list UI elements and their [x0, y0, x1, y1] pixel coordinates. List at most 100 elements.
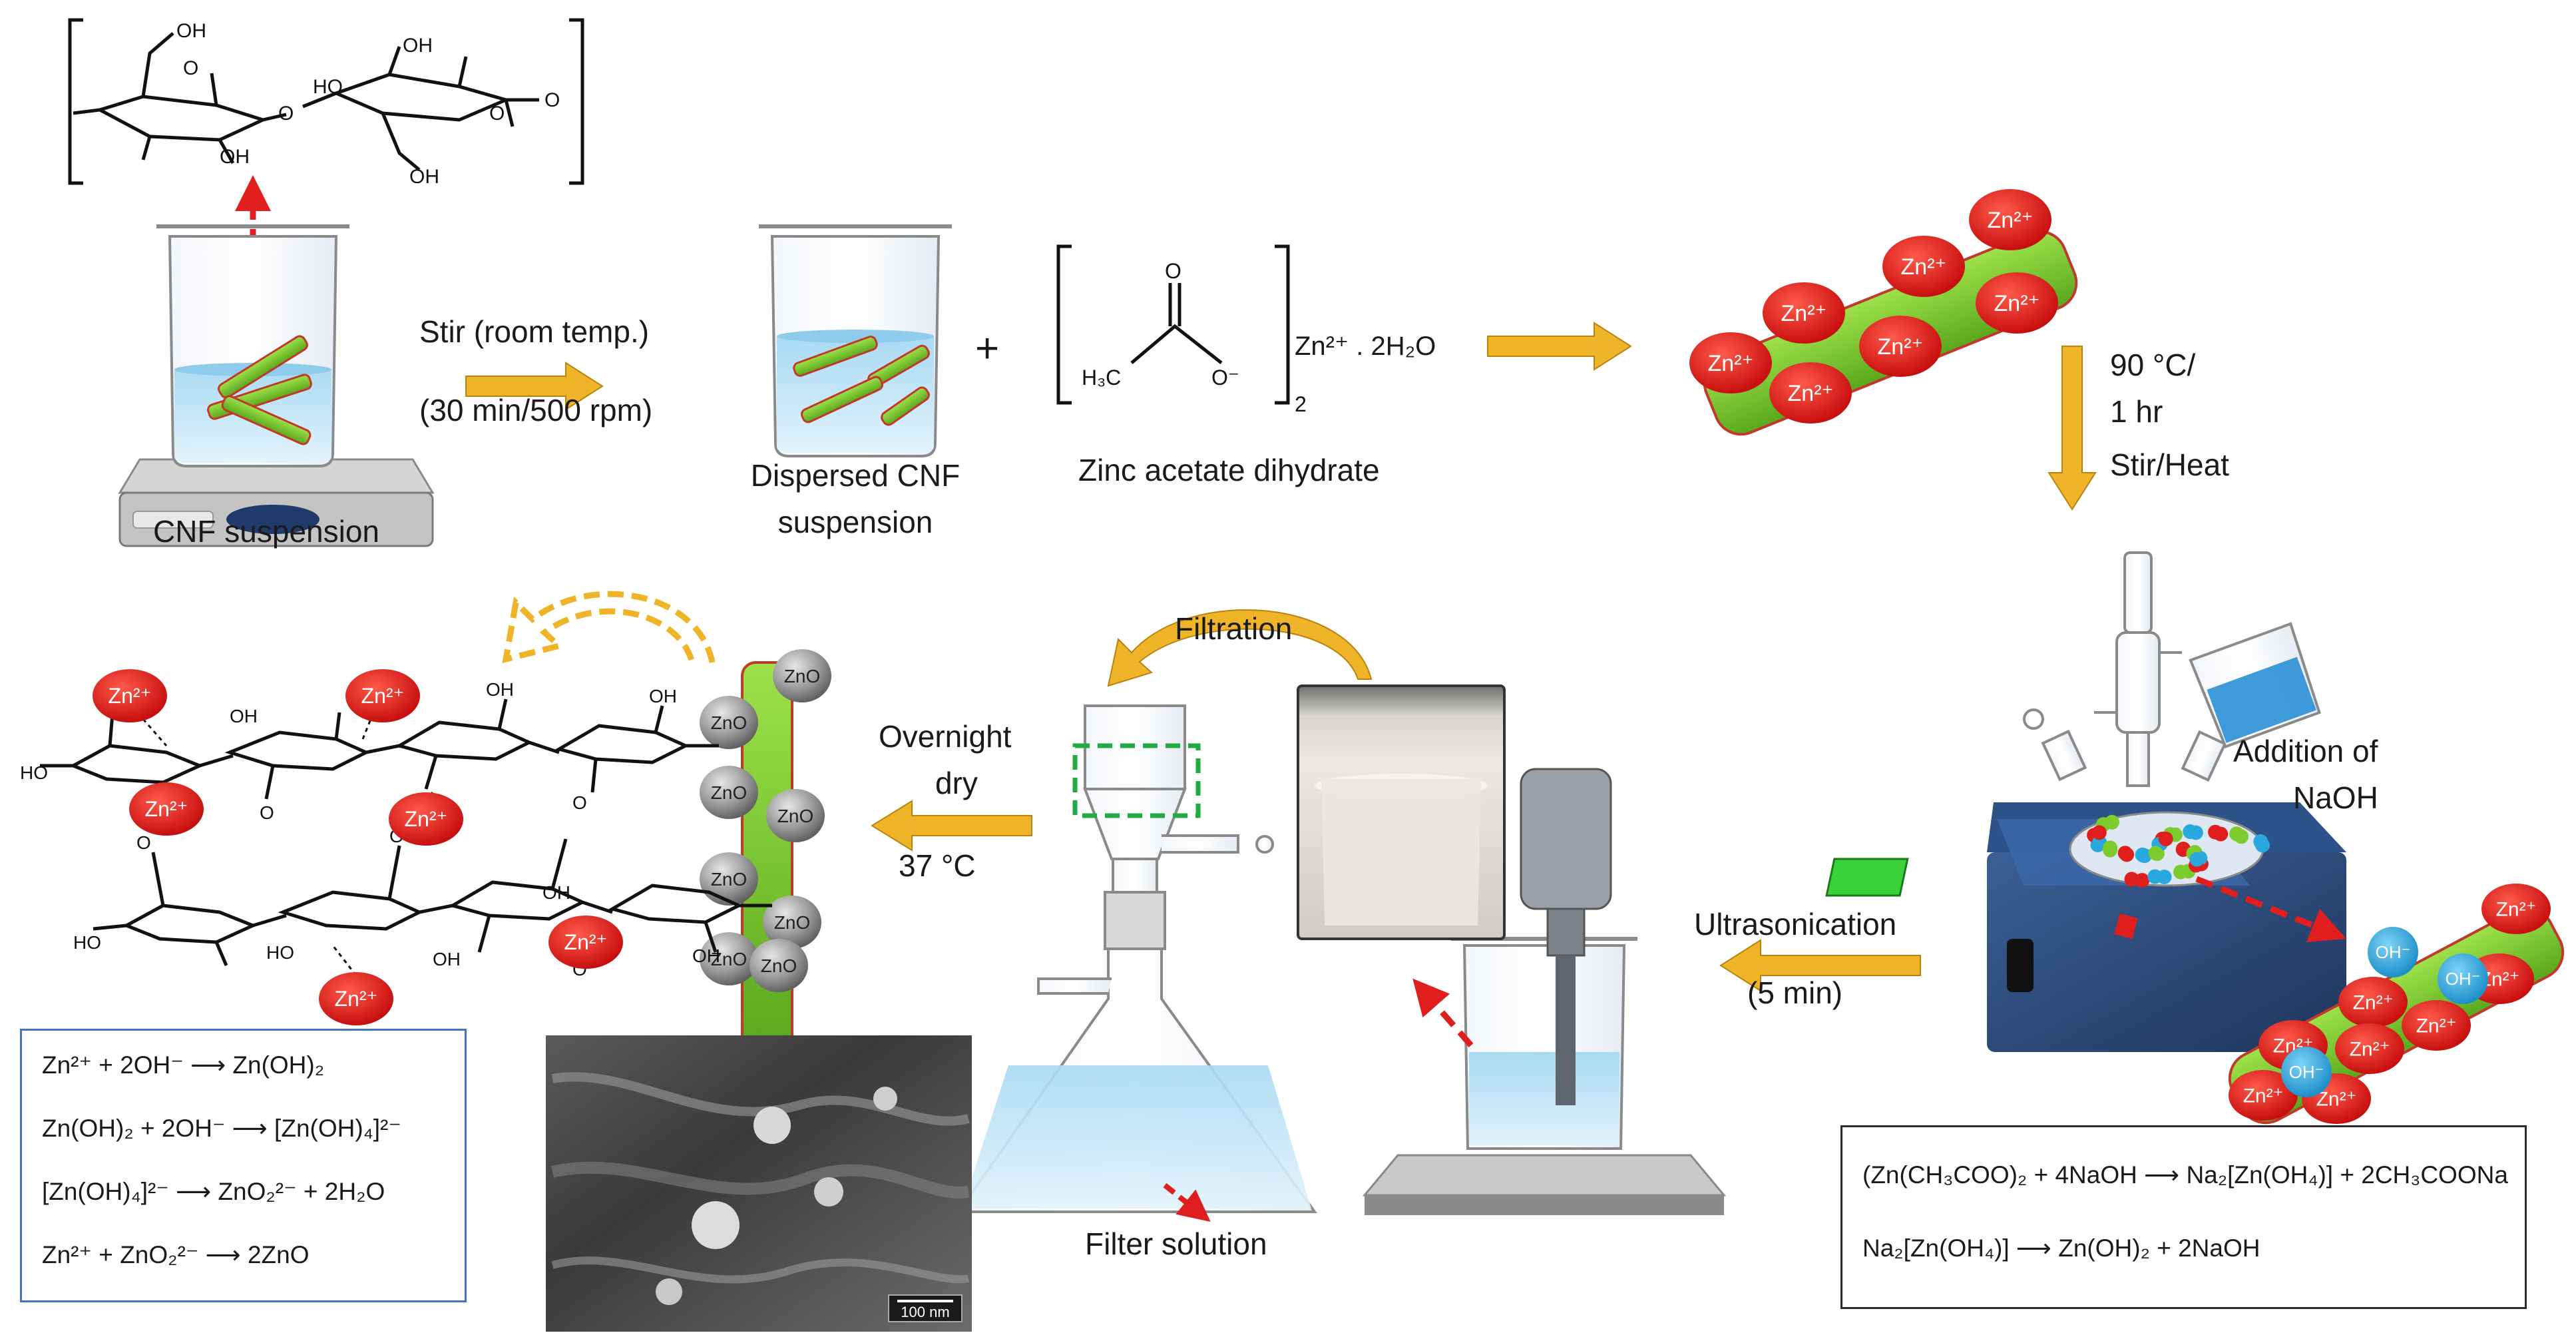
oh-label: OH	[220, 146, 250, 168]
oh-label: OH	[176, 20, 206, 42]
flask-particle	[2135, 847, 2150, 862]
flask-particle	[2188, 825, 2203, 840]
scale-bar-label: 100 nm	[901, 1304, 949, 1320]
zn-ion: Zn²⁺	[2481, 884, 2551, 934]
sem-image: 100 nm	[546, 1035, 972, 1332]
svg-text:OH: OH	[433, 949, 461, 969]
svg-text:Zn²⁺: Zn²⁺	[405, 807, 448, 831]
zn-ion: Zn²⁺	[389, 792, 463, 846]
svg-text:Zn²⁺: Zn²⁺	[2353, 992, 2394, 1014]
zn-ion: Zn²⁺	[129, 782, 204, 836]
ultrasonicator	[1362, 768, 1727, 1215]
suspension-photo	[1297, 684, 1506, 940]
svg-text:Zn²⁺: Zn²⁺	[335, 987, 378, 1011]
zn-ion: Zn²⁺	[1769, 362, 1852, 423]
oh-ion: OH⁻	[2438, 953, 2488, 1004]
flask-particle	[2103, 840, 2118, 856]
svg-text:OH⁻: OH⁻	[2446, 969, 2481, 989]
flask-particle	[2189, 852, 2205, 867]
yellow-dashed-arrow	[502, 591, 716, 664]
equation-6: Na₂[Zn(OH₄)] ⟶ Zn(OH)₂ + 2NaOH	[1862, 1234, 2260, 1262]
label-overnight-line1: Overnight	[879, 719, 1012, 754]
label-stir-line2: (30 min/500 rpm)	[419, 393, 653, 427]
flask-particle	[2105, 814, 2119, 830]
zn-ion: Zn²⁺	[1859, 316, 1942, 377]
cellulose-labels: OH O OH O HO OH O OH O	[176, 20, 560, 188]
arrow-stir	[465, 362, 604, 411]
zn-ion: Zn²⁺	[2402, 1000, 2471, 1051]
svg-text:HO: HO	[20, 762, 48, 783]
equation-1: Zn²⁺ + 2OH⁻ ⟶ Zn(OH)₂	[42, 1051, 325, 1079]
svg-text:Zn²⁺: Zn²⁺	[1781, 301, 1827, 326]
svg-text:ZnO: ZnO	[711, 782, 747, 803]
oh-label: OH	[403, 35, 433, 57]
svg-text:O: O	[260, 802, 274, 823]
svg-text:Zn²⁺: Zn²⁺	[361, 684, 405, 708]
zn-ion: Zn²⁺	[345, 669, 420, 722]
zn-ion: Zn²⁺	[93, 669, 167, 722]
zno-particle: ZnO	[700, 766, 758, 819]
svg-text:OH: OH	[230, 706, 258, 726]
zn-ion: Zn²⁺	[319, 972, 393, 1025]
flask-particle	[2148, 846, 2163, 861]
o-label: O	[278, 103, 294, 125]
label-heat-line1: 90 °C/	[2110, 348, 2196, 382]
flask-particle	[2147, 869, 2163, 884]
flask-particle	[2091, 825, 2107, 840]
flask-particle	[2234, 829, 2249, 844]
equation-2: Zn(OH)₂ + 2OH⁻ ⟶ [Zn(OH)₄]²⁻	[42, 1115, 401, 1142]
zno-particle: ZnO	[763, 896, 821, 949]
label-overnight-line2: dry	[935, 766, 978, 800]
svg-text:ZnO: ZnO	[711, 712, 747, 733]
label-dry-temp: 37 °C	[899, 848, 976, 883]
flask-particle	[2173, 864, 2188, 880]
svg-text:Zn²⁺: Zn²⁺	[1901, 254, 1947, 280]
zno-particle: ZnO	[700, 852, 758, 906]
equation-4: Zn²⁺ + ZnO₂²⁻ ⟶ 2ZnO	[42, 1241, 310, 1268]
zn-ion: Zn²⁺	[2338, 977, 2408, 1027]
cellulose-zn-structure	[40, 698, 772, 966]
arrow-zn-binding	[1487, 322, 1632, 371]
o-minus-label: O⁻	[1211, 366, 1239, 390]
zno-particle: ZnO	[700, 696, 758, 749]
zno-particle: ZnO	[773, 649, 831, 702]
svg-text:HO: HO	[266, 942, 294, 963]
equations-box-left: Zn²⁺ + 2OH⁻ ⟶ Zn(OH)₂ Zn(OH)₂ + 2OH⁻ ⟶ […	[20, 1029, 467, 1302]
ho-label: HO	[313, 76, 343, 98]
arrow-overnight-dry	[871, 800, 1032, 852]
green-dashed-box	[1072, 743, 1201, 818]
svg-text:Zn²⁺: Zn²⁺	[1878, 334, 1924, 360]
heating-mantle	[1825, 802, 2346, 1052]
svg-text:OH: OH	[486, 679, 514, 700]
zinc-acetate-labels: O H₃C O⁻ 2	[1082, 259, 1307, 416]
zn-oh-ions-right: Zn²⁺Zn²⁺Zn²⁺Zn²⁺Zn²⁺Zn²⁺Zn²⁺Zn²⁺OH⁻OH⁻OH…	[2229, 884, 2551, 1124]
zn-ions-cellulose: Zn²⁺ Zn²⁺ Zn²⁺ Zn²⁺ Zn²⁺ Zn²⁺	[93, 669, 623, 1025]
svg-text:ZnO: ZnO	[777, 806, 813, 826]
o-label: O	[544, 89, 560, 111]
zno-particle: ZnO	[766, 789, 825, 842]
zn-ion: Zn²⁺	[1763, 282, 1845, 344]
svg-text:Zn²⁺: Zn²⁺	[2316, 1089, 2357, 1111]
cellulose-structure	[68, 18, 584, 185]
svg-text:ZnO: ZnO	[711, 949, 747, 969]
zn-ion: Zn²⁺	[1969, 189, 2051, 250]
svg-text:Zn²⁺: Zn²⁺	[564, 930, 608, 954]
zn-ion: Zn²⁺	[1689, 332, 1772, 394]
zn-ion: Zn²⁺	[1882, 236, 1965, 297]
svg-text:OH⁻: OH⁻	[2289, 1062, 2324, 1082]
svg-text:OH: OH	[542, 882, 570, 903]
flask-particle	[2124, 872, 2139, 887]
label-heat-line3: Stir/Heat	[2110, 447, 2229, 482]
svg-text:ZnO: ZnO	[784, 666, 820, 686]
label-plus: +	[975, 326, 1000, 372]
label-ultrasonication: Ultrasonication	[1694, 907, 1897, 941]
svg-text:Zn²⁺: Zn²⁺	[1994, 291, 2040, 316]
zn-ion: Zn²⁺	[548, 916, 623, 969]
oh-label: OH	[409, 166, 439, 188]
red-dashed-arrow-right	[2195, 876, 2347, 943]
subscript-2-label: 2	[1295, 392, 1307, 416]
filtrate-liquid	[962, 1065, 1311, 1208]
